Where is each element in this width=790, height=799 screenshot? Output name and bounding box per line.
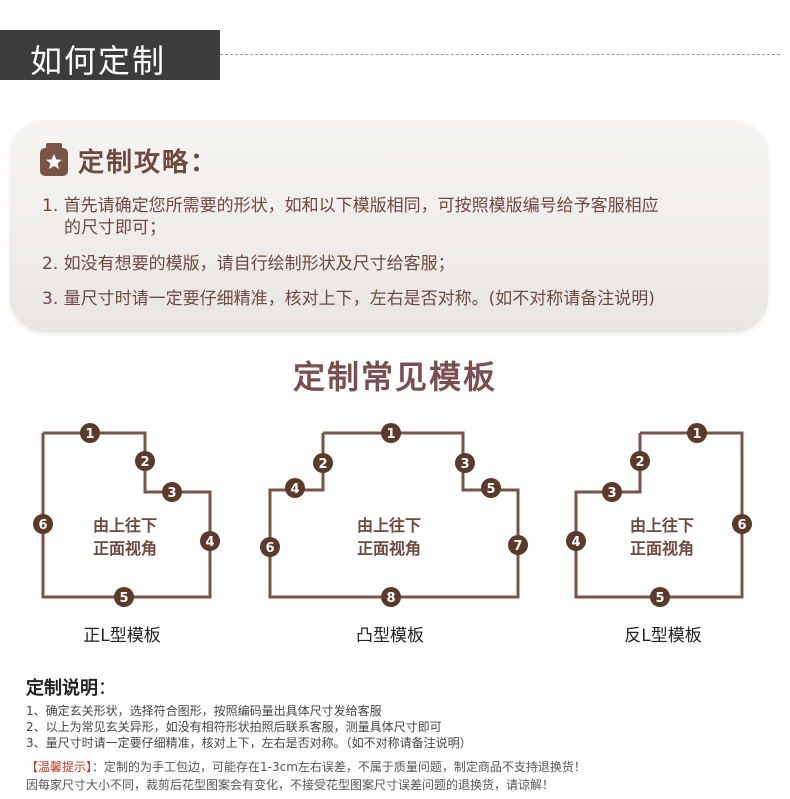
header-title: 如何定制: [30, 42, 167, 80]
svg-text:4: 4: [571, 535, 580, 550]
svg-text:1: 1: [386, 427, 395, 442]
pl-view-line2: 正面视角: [92, 539, 157, 558]
svg-text:3: 3: [460, 457, 469, 472]
svg-text:1: 1: [85, 427, 94, 442]
node-cv-1: 1: [381, 423, 401, 443]
pl-view-text: 由上往下 正面视角: [70, 514, 180, 560]
guide-item-1-cont: 的尺寸即可；: [64, 218, 166, 238]
node-cv-6: 6: [260, 537, 280, 557]
notes-title: 定制说明：: [26, 678, 116, 699]
node-pl-1: 1: [80, 423, 100, 443]
svg-text:5: 5: [486, 482, 495, 497]
guide-panel: 定制攻略： 1. 首先请确定您所需要的形状，如和以下模版相同，可按照模版编号给予…: [10, 120, 768, 332]
svg-text:8: 8: [386, 591, 395, 606]
header-title-block: [0, 30, 220, 80]
positive-l-shape: [41, 431, 212, 599]
guide-item-3: 3. 量尺寸时请一定要仔细精准，核对上下，左右是否对称。(如不对称请备注说明): [42, 289, 655, 309]
reverse-l-shape: [574, 431, 744, 599]
svg-text:1: 1: [692, 427, 701, 442]
clipboard-star-icon: [40, 143, 68, 176]
node-pl-2: 2: [135, 451, 155, 471]
caption-positive-l: 正L型模板: [83, 626, 161, 646]
svg-text:3: 3: [167, 486, 176, 501]
rl-view-text: 由上往下 正面视角: [607, 514, 717, 560]
node-cv-2: 2: [313, 453, 333, 473]
svg-text:4: 4: [290, 482, 299, 497]
tip-line-2: 因每家尺寸大小不同，裁剪后花型图案会有变化，不接受花型图案尺寸误差问题的退换货，…: [26, 778, 555, 792]
node-rl-6: 6: [732, 514, 752, 534]
node-pl-4: 4: [200, 531, 220, 551]
svg-text:6: 6: [38, 518, 47, 533]
node-cv-7: 7: [508, 535, 528, 555]
cv-view-text: 由上往下 正面视角: [334, 514, 444, 560]
node-cv-3: 3: [455, 453, 475, 473]
node-pl-6: 6: [33, 514, 53, 534]
node-pl-3: 3: [162, 482, 182, 502]
node-cv-8: 8: [381, 587, 401, 607]
svg-text:2: 2: [140, 455, 149, 470]
caption-convex: 凸型模板: [356, 626, 424, 646]
note-line-3: 3、量尺寸时请一定要仔细精准，核对上下，左右是否对称。（如不对称请备注说明）: [26, 736, 472, 750]
node-cv-4: 4: [285, 478, 305, 498]
node-pl-5: 5: [114, 587, 134, 607]
templates-title: 定制常见模板: [292, 358, 497, 396]
guide-item-1: 1. 首先请确定您所需要的形状，如和以下模版相同，可按照模版编号给予客服相应: [42, 196, 659, 216]
convex-shape: [268, 431, 520, 599]
caption-reverse-l: 反L型模板: [624, 626, 702, 646]
svg-text:6: 6: [265, 541, 274, 556]
cv-view-line2: 正面视角: [356, 539, 421, 558]
svg-text:6: 6: [737, 518, 746, 533]
tip-text-1: ：定制的为手工包边，可能存在1-3cm左右误差，不属于质量问题，制定商品不支持退…: [92, 760, 586, 774]
pl-view-line1: 由上往下: [92, 516, 157, 535]
tip-label: 【温馨提示】: [26, 760, 93, 774]
node-cv-5: 5: [481, 478, 501, 498]
header-divider: [220, 54, 780, 55]
node-rl-2: 2: [630, 451, 650, 471]
svg-text:3: 3: [607, 486, 616, 501]
node-rl-5: 5: [650, 587, 670, 607]
svg-text:5: 5: [655, 591, 664, 606]
svg-text:4: 4: [205, 535, 214, 550]
node-rl-1: 1: [687, 423, 707, 443]
rl-view-line2: 正面视角: [629, 539, 694, 558]
svg-text:2: 2: [318, 457, 327, 472]
node-rl-3: 3: [602, 482, 622, 502]
note-line-1: 1、确定玄关形状，选择符合图形，按照编码量出具体尺寸发给客服: [26, 704, 382, 718]
svg-text:5: 5: [119, 591, 128, 606]
cv-view-line1: 由上往下: [356, 516, 421, 535]
node-rl-4: 4: [566, 531, 586, 551]
guide-item-2: 2. 如没有想要的模版，请自行绘制形状及尺寸给客服；: [42, 254, 455, 274]
header-bar: 如何定制: [0, 30, 790, 80]
guide-title: 定制攻略：: [78, 148, 219, 178]
svg-text:7: 7: [513, 539, 522, 554]
tip-line-1: 【温馨提示】：定制的为手工包边，可能存在1-3cm左右误差，不属于质量问题，制定…: [26, 758, 586, 775]
svg-text:2: 2: [635, 455, 644, 470]
rl-view-line1: 由上往下: [629, 516, 694, 535]
note-line-2: 2、以上为常见玄关异形，如没有相符形状拍照后联系客服，测量具体尺寸即可: [26, 720, 442, 734]
